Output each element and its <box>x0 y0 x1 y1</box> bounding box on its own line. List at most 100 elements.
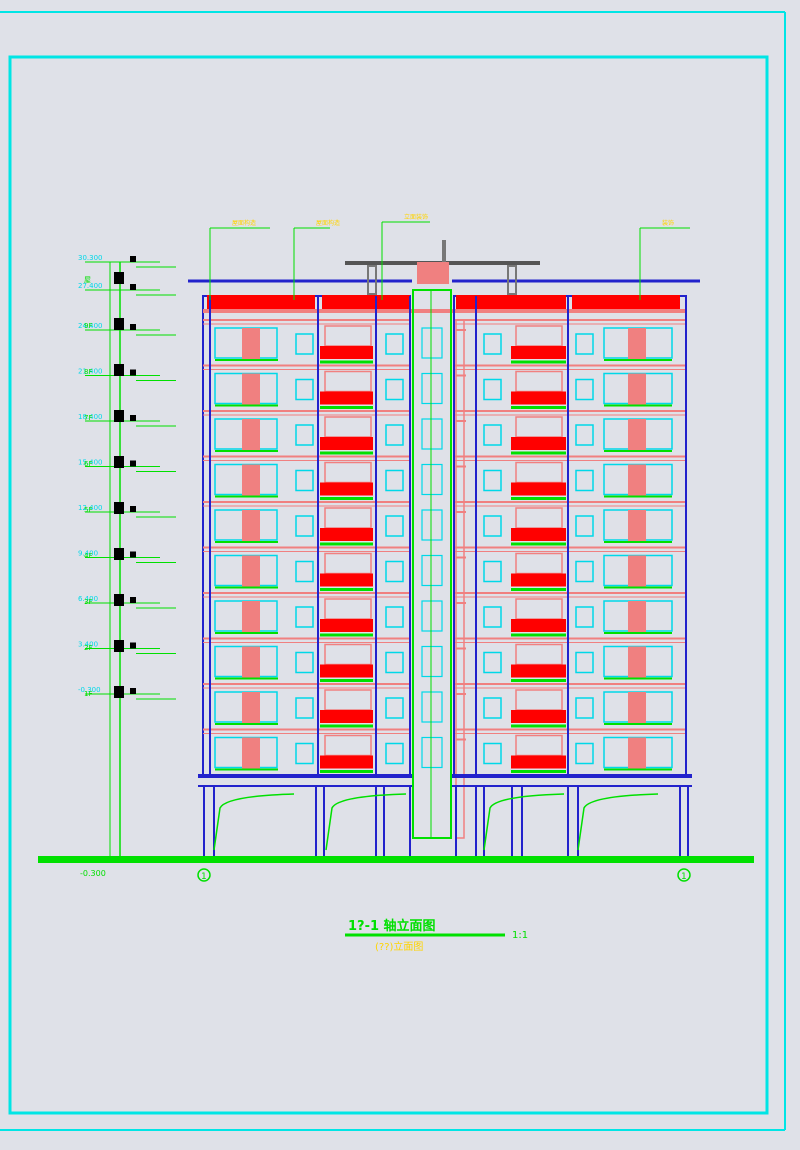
balcony-rail <box>324 370 372 393</box>
floor-marker <box>114 548 124 560</box>
roof-red-band <box>456 295 566 309</box>
wall-panel-pink <box>242 328 260 360</box>
elevation-label: 18.400 <box>78 413 103 421</box>
building-elevation: 屋面构造屋面构造立面装饰装饰 <box>188 213 700 856</box>
roof-tag-label: 屋面构造 <box>316 219 340 227</box>
window-small <box>295 560 314 583</box>
window-small <box>385 333 404 355</box>
window-small <box>295 424 314 446</box>
balcony-red <box>320 619 373 632</box>
balcony-red <box>511 573 566 587</box>
floor-label: 9F <box>84 322 92 330</box>
window-small <box>385 424 404 446</box>
wall-panel-pink <box>628 373 646 406</box>
core-window <box>421 463 443 496</box>
floor-marker <box>114 410 124 422</box>
elevation-dimensions: 30.30027.40024.40021.40018.40015.40012.4… <box>78 254 176 856</box>
balcony-rail <box>324 689 372 711</box>
window-small <box>295 697 314 719</box>
wall-panel-pink <box>628 692 646 724</box>
dim-marker <box>130 642 136 649</box>
wall-panel-pink <box>242 555 260 588</box>
balcony-red <box>320 391 373 405</box>
window-small <box>295 469 314 492</box>
canopy-post <box>507 265 517 295</box>
balcony-red <box>320 573 373 587</box>
inner-frame <box>8 55 769 1115</box>
core-window <box>421 554 443 587</box>
axis-marker-right: 1 <box>677 868 691 882</box>
balcony-red <box>511 346 566 359</box>
window-small <box>575 378 594 401</box>
roof-tag-label: 立面装饰 <box>404 213 428 221</box>
balcony-rail <box>324 598 372 620</box>
window-small <box>575 333 594 355</box>
window-small <box>575 560 594 583</box>
roof-red-band <box>572 295 680 309</box>
balcony-rail <box>515 507 563 529</box>
window-small <box>483 333 502 355</box>
balcony-rail <box>324 507 372 529</box>
window-small <box>483 378 502 401</box>
floor-label: 7F <box>84 414 92 422</box>
core-side-strip <box>455 319 465 839</box>
core-window <box>421 327 443 359</box>
window-small <box>483 697 502 719</box>
floor-label: 6F <box>84 460 92 468</box>
window-small <box>575 515 594 537</box>
wall-panel-pink <box>242 373 260 406</box>
window-small <box>575 742 594 765</box>
core-window <box>421 736 443 769</box>
roof-tag-label: 装饰 <box>662 219 674 227</box>
window-small <box>575 424 594 446</box>
core-window <box>421 645 443 678</box>
ground-line <box>38 856 754 863</box>
window-small <box>385 560 404 583</box>
axis-label-left: 1 <box>201 872 207 882</box>
drawing-title-block: 1?-1 轴立面图 1:1 (??)立面图 <box>345 918 528 953</box>
ground-bar <box>38 856 754 863</box>
balcony-red <box>511 710 566 723</box>
window-small <box>385 742 404 765</box>
balcony-rail <box>515 370 563 393</box>
roof-red-band <box>322 295 410 309</box>
balcony-red <box>320 482 373 496</box>
balcony-red <box>320 528 373 541</box>
dim-marker <box>130 324 136 330</box>
core-window <box>421 600 443 632</box>
dim-marker <box>130 597 136 603</box>
elevation-label: 9.400 <box>78 550 98 558</box>
balcony-red <box>320 437 373 450</box>
dim-marker <box>130 256 136 262</box>
wall-panel-pink <box>628 555 646 588</box>
window-small <box>385 651 404 674</box>
roof-cornice <box>203 309 686 313</box>
window-small <box>295 515 314 537</box>
wall-panel-pink <box>242 419 260 451</box>
wall-panel-pink <box>242 464 260 497</box>
window-small <box>483 469 502 492</box>
axis-marker-left: 1 <box>197 868 211 882</box>
core-window <box>421 372 443 405</box>
balcony-red <box>511 755 566 769</box>
balcony-rail <box>515 416 563 438</box>
balcony-rail <box>515 689 563 711</box>
floor-label: 8F <box>84 368 92 376</box>
core-window <box>421 509 443 541</box>
dim-marker <box>130 284 136 290</box>
balcony-red <box>511 664 566 678</box>
elevation-label: 24.400 <box>78 322 103 330</box>
wall-panel-pink <box>628 464 646 497</box>
entrance-canopy-line <box>483 793 565 851</box>
balcony-rail <box>324 416 372 438</box>
balcony-rail <box>324 734 372 757</box>
floor-label: 2F <box>84 644 92 652</box>
elevation-label: 6.400 <box>78 595 98 603</box>
wall-panel-pink <box>242 601 260 633</box>
balcony-red <box>320 346 373 359</box>
balcony-rail <box>324 461 372 484</box>
core-top-block <box>417 262 449 284</box>
canopy-post <box>367 265 377 295</box>
wall-panel-pink <box>242 737 260 770</box>
